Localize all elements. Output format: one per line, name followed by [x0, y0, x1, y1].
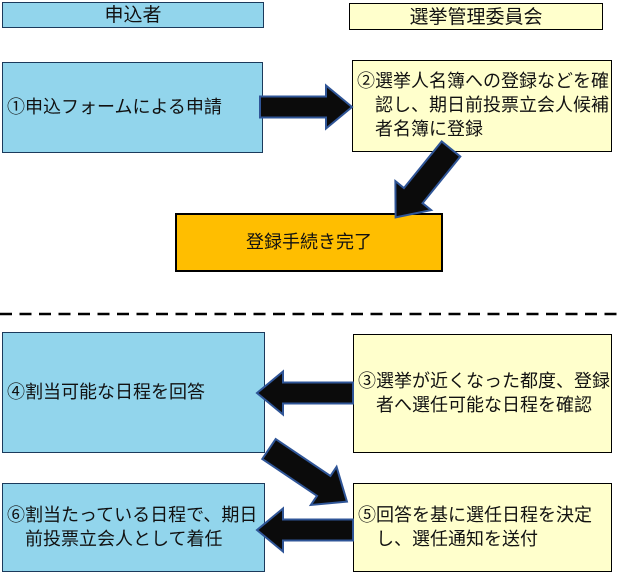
box-step4-reply-schedule: ④割当可能な日程を回答: [2, 332, 265, 453]
arrow-step4-to-step5: [260, 437, 349, 507]
registration-complete-label: 登録手続き完了: [246, 231, 372, 253]
step1-line: ①申込フォームによる申請: [7, 96, 222, 118]
box-step5-decide-and-notify: ⑤回答を基に選任日程を決定 し、選任通知を送付: [353, 483, 612, 572]
step5-line: し、選任通知を送付: [376, 528, 538, 550]
box-registration-complete: 登録手続き完了: [175, 213, 443, 272]
step3-line: 者へ選任可能な日程を確認: [376, 394, 592, 416]
lane-header-committee: 選挙管理委員会: [349, 3, 603, 30]
step2-line: 認し、期日前投票立会人候補: [375, 95, 609, 116]
step3-line: ③選挙が近くなった都度、登録: [358, 370, 610, 392]
step4-line: ④割当可能な日程を回答: [7, 381, 205, 403]
arrow-step5-to-step6: [255, 506, 354, 554]
lane-header-applicant-label: 申込者: [104, 4, 162, 26]
box-step3-confirm-availability: ③選挙が近くなった都度、登録 者へ選任可能な日程を確認: [353, 334, 612, 453]
box-step1-apply-form: ①申込フォームによる申請: [2, 62, 263, 153]
arrow-step1-to-step2: [259, 83, 354, 131]
arrow-step3-to-step4: [255, 369, 354, 417]
lane-header-committee-label: 選挙管理委員会: [409, 5, 543, 28]
box-step2-register-roster: ②選挙人名簿への登録などを確 認し、期日前投票立会人候補 者名簿に登録: [352, 60, 612, 152]
step2-line: 者名簿に登録: [375, 119, 483, 140]
step5-line: ⑤回答を基に選任日程を決定: [358, 504, 592, 526]
step6-line: ⑥割当たっている日程で、期日: [7, 504, 258, 526]
lane-header-applicant: 申込者: [2, 2, 264, 28]
box-step6-serve-as-witness: ⑥割当たっている日程で、期日 前投票立会人として着任: [2, 483, 265, 572]
step6-line: 前投票立会人として着任: [25, 528, 223, 550]
step2-line: ②選挙人名簿への登録などを確: [357, 71, 609, 92]
